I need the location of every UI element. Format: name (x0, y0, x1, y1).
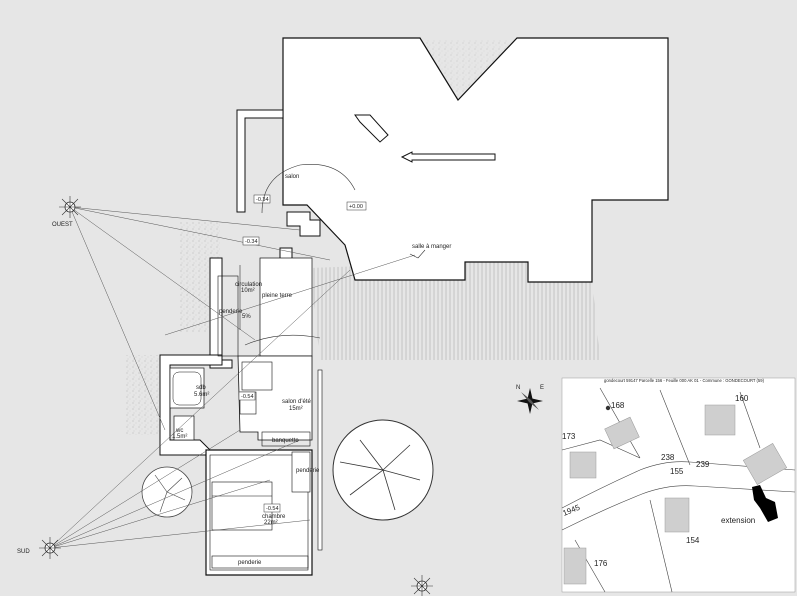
level-salon: -0.34 (256, 197, 269, 203)
direction-arrow-icon (400, 151, 496, 163)
map-header: gondecourt 59147 Parcelle 156 - Feuille … (604, 378, 765, 383)
tree-canopy (141, 419, 434, 521)
sud-label: SUD (17, 549, 30, 555)
label-banquette: banquette (272, 438, 299, 444)
extension-plan (159, 257, 323, 576)
level-salon-ete: -0.54 (241, 394, 254, 400)
label-salon-ete-area: 15m² (289, 406, 303, 412)
parcel-173: 173 (562, 432, 576, 441)
label-penderie-bottom: penderie (238, 560, 262, 566)
south-sun-icon (411, 575, 433, 596)
parcel-160: 160 (735, 394, 749, 403)
label-chambre-area: 22m² (264, 520, 278, 526)
parcel-155: 155 (670, 467, 684, 476)
parcel-238: 238 (661, 453, 675, 462)
svg-text:N: N (516, 385, 520, 391)
ouest-label: OUEST (52, 222, 73, 228)
sud-sun-icon (39, 537, 61, 559)
parcel-168: 168 (611, 401, 625, 410)
label-salon-ete: salon d'été (282, 399, 311, 405)
label-penderie-right: penderie (296, 468, 320, 474)
label-penderie-left: penderie (219, 309, 243, 315)
label-circulation-area: 10m² (241, 288, 255, 294)
existing-house (236, 37, 669, 283)
level-circulation: -0.34 (245, 239, 258, 245)
ouest-sun-icon (59, 196, 81, 218)
terrace-decking (310, 258, 600, 360)
label-wc: wc (175, 428, 183, 434)
label-chambre: chambre (262, 514, 286, 520)
location-map: gondecourt 59147 Parcelle 156 - Feuille … (561, 377, 796, 593)
level-chambre: -0.54 (266, 506, 279, 512)
label-salon: salon (285, 174, 299, 180)
parcel-176: 176 (594, 559, 608, 568)
label-sdb-area: 5.6m² (194, 392, 209, 398)
level-reference: +0.00 (349, 204, 363, 210)
label-salle-a-manger: salle à manger (412, 244, 451, 250)
extension-map-label: extension (721, 516, 755, 525)
extension-location-marker (752, 485, 778, 522)
label-slope: 5% (242, 314, 251, 320)
svg-text:E: E (540, 385, 544, 391)
circulation-arrows (239, 164, 426, 346)
label-wc-area: 1.5m² (172, 434, 187, 440)
north-arrow-icon: N E (516, 385, 544, 414)
label-pleine-terre: pleine terre (262, 293, 293, 299)
sun-path-lines (49, 206, 416, 549)
label-circulation: circulation (235, 282, 262, 288)
parcel-239: 239 (696, 460, 710, 469)
label-sdb: sdb (196, 385, 206, 391)
parcel-154: 154 (686, 536, 700, 545)
